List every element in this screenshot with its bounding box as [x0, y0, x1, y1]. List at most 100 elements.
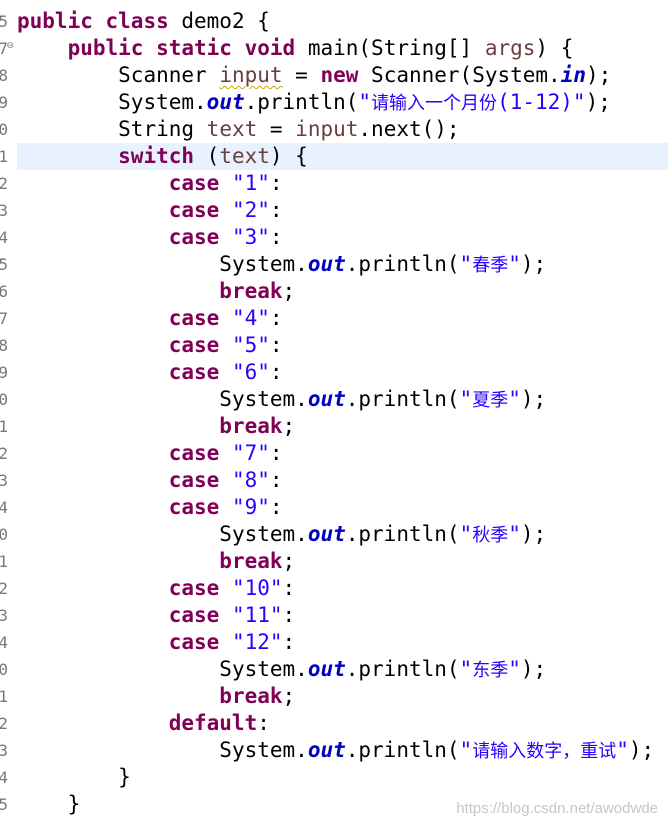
string-literal: " [508, 522, 521, 546]
code-line-read-input[interactable]: String text = input.next(); [17, 116, 668, 143]
code-line-case[interactable]: case "12": [17, 629, 668, 656]
code-line-break[interactable]: break; [17, 683, 668, 710]
code-line-close-main[interactable]: } [17, 791, 668, 818]
keyword: case [168, 360, 220, 384]
line-number-text: 3 [0, 471, 8, 490]
code-text: : [269, 198, 283, 222]
code-text: : [269, 441, 283, 465]
line-number-text: 1 [0, 552, 8, 571]
code-text: ( [194, 144, 220, 168]
line-number-text: 4 [0, 228, 8, 247]
code-line-break[interactable]: break; [17, 548, 668, 575]
line-number-text: 8 [0, 336, 8, 355]
code-text: ); [520, 522, 547, 546]
line-number: 0 [0, 656, 14, 683]
keyword: public [17, 9, 93, 33]
code-text: : [257, 711, 270, 735]
line-number: 4 [0, 629, 14, 656]
code-line-break[interactable]: break; [17, 278, 668, 305]
string-literal: "5" [231, 333, 270, 357]
line-number-text: 0 [0, 525, 8, 544]
code-line-scanner[interactable]: Scanner input = new Scanner(System.in); [17, 62, 668, 89]
code-text: : [269, 360, 283, 384]
code-line-print[interactable]: System.out.println("春季"); [17, 251, 668, 278]
code-text: : [269, 171, 283, 195]
variable-warning: input [219, 63, 283, 87]
code-text: : [269, 495, 283, 519]
line-number: 2 [0, 170, 14, 197]
code-line-main-decl[interactable]: public static void main(String[] args) { [17, 35, 668, 62]
line-number: 0 [0, 116, 14, 143]
code-line-case[interactable]: case "1": [17, 170, 668, 197]
line-number-text: 1 [0, 147, 8, 166]
code-line-case[interactable]: case "10": [17, 575, 668, 602]
code-text: String [118, 117, 207, 141]
code-text: = [282, 63, 321, 87]
code-line-case[interactable]: case "9": [17, 494, 668, 521]
code-line-case[interactable]: case "4": [17, 305, 668, 332]
code-line-case[interactable]: case "11": [17, 602, 668, 629]
code-text: System. [219, 387, 308, 411]
keyword: case [168, 198, 220, 222]
code-line-class-decl[interactable]: public class demo2 { [17, 8, 668, 35]
code-text: ; [282, 684, 296, 708]
code-text: .println( [244, 90, 359, 114]
string-literal: " [616, 738, 629, 762]
code-text: : [282, 576, 296, 600]
line-number-text: 0 [0, 660, 8, 679]
keyword: case [168, 468, 220, 492]
code-line-default[interactable]: default: [17, 710, 668, 737]
code-text: } [118, 765, 131, 789]
code-line-switch[interactable]: switch (text) { [17, 143, 668, 170]
keyword: void [244, 36, 296, 60]
code-text: ; [282, 549, 296, 573]
keyword: case [168, 630, 220, 654]
line-number-text: 8 [0, 66, 8, 85]
line-number: 5 [0, 251, 14, 278]
fold-collapse-icon[interactable]: ⊖ [6, 41, 14, 51]
line-number: 4 [0, 494, 14, 521]
line-number-text: 3 [0, 741, 8, 760]
line-number: 6 [0, 278, 14, 305]
keyword: case [168, 306, 220, 330]
code-line-case[interactable]: case "8": [17, 467, 668, 494]
code-line-print[interactable]: System.out.println("请输入数字，重试"); [17, 737, 668, 764]
string-literal: " [459, 522, 473, 546]
line-number-text: 4 [0, 633, 8, 652]
code-line-print[interactable]: System.out.println("夏季"); [17, 386, 668, 413]
code-line-case[interactable]: case "7": [17, 440, 668, 467]
code-line-case[interactable]: case "3": [17, 224, 668, 251]
string-literal: "6" [231, 360, 270, 384]
code-text: : [269, 225, 283, 249]
static-field: out [307, 252, 346, 276]
line-number: 9 [0, 89, 14, 116]
code-line-break[interactable]: break; [17, 413, 668, 440]
static-field: out [307, 657, 346, 681]
line-number-text: 4 [0, 768, 8, 787]
keyword: switch [118, 144, 195, 168]
string-literal: " [508, 252, 521, 276]
code-text: ); [520, 252, 547, 276]
code-line-prompt[interactable]: System.out.println("请输入一个月份(1-12)"); [17, 89, 668, 116]
string-literal: " [459, 738, 473, 762]
code-line-case[interactable]: case "6": [17, 359, 668, 386]
line-number: 4 [0, 224, 14, 251]
code-line-print[interactable]: System.out.println("秋季"); [17, 521, 668, 548]
code-text: .println( [345, 387, 460, 411]
code-line-case[interactable]: case "2": [17, 197, 668, 224]
line-number-text: 2 [0, 714, 8, 733]
line-number: 1 [0, 413, 14, 440]
code-line-case[interactable]: case "5": [17, 332, 668, 359]
code-area[interactable]: public class demo2 { public static void … [17, 0, 668, 825]
string-literal: "3" [231, 225, 270, 249]
code-line-close-switch[interactable]: } [17, 764, 668, 791]
code-text: : [269, 333, 283, 357]
line-number-text: 7 [0, 39, 8, 58]
code-text: = [257, 117, 296, 141]
code-line-print[interactable]: System.out.println("东季"); [17, 656, 668, 683]
line-number-text: 2 [0, 579, 8, 598]
string-literal: (1-12)" [497, 90, 586, 114]
line-number: 7 [0, 305, 14, 332]
keyword: public [67, 36, 144, 60]
